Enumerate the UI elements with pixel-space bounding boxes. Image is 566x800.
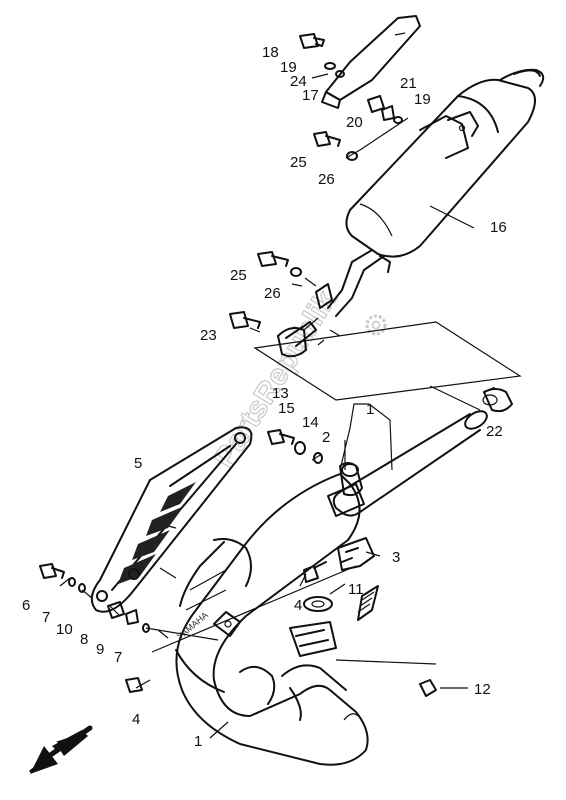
callout-4-lower: 4	[132, 711, 140, 728]
callout-4-upper: 4	[294, 597, 302, 614]
callout-26-top: 26	[318, 171, 335, 188]
callout-24: 24	[290, 73, 307, 90]
callout-10: 10	[56, 621, 73, 638]
flange	[289, 585, 379, 657]
gear-logo-icon	[365, 314, 387, 336]
exhaust-clamp	[327, 462, 365, 517]
callout-9: 9	[96, 641, 104, 658]
callout-22: 22	[486, 423, 503, 440]
callout-18: 18	[262, 44, 279, 61]
callout-20: 20	[346, 114, 363, 131]
muffler-stay	[321, 15, 421, 109]
callout-7-left: 7	[42, 609, 50, 626]
callout-13: 13	[272, 385, 289, 402]
callout-11: 11	[348, 581, 364, 598]
arrow-down-left-icon	[29, 725, 93, 774]
callout-19-lower: 19	[414, 91, 431, 108]
callout-25-top: 25	[290, 154, 307, 171]
callout-numbers: 18 19 24 17 21 19 20 25 26 16 25 26 23 1…	[22, 44, 507, 750]
callout-2: 2	[322, 429, 330, 446]
callout-8: 8	[80, 631, 88, 648]
callout-14: 14	[302, 414, 319, 431]
expansion-chamber: YAMAHA	[175, 473, 369, 766]
callout-25-mid: 25	[230, 267, 247, 284]
callout-1-top: 1	[366, 401, 374, 418]
callout-6: 6	[22, 597, 30, 614]
callout-19-top: 19	[280, 59, 297, 76]
callout-5: 5	[134, 455, 142, 472]
leader-lines	[59, 73, 522, 739]
callout-12: 12	[474, 681, 491, 698]
callout-16: 16	[490, 219, 507, 236]
callout-17: 17	[302, 87, 319, 104]
callout-1-lower: 1	[194, 733, 202, 750]
muffler-protector	[90, 426, 253, 613]
callout-23: 23	[200, 327, 217, 344]
callout-26-mid: 26	[264, 285, 281, 302]
bracket	[337, 537, 375, 571]
callout-3: 3	[392, 549, 400, 566]
callout-15: 15	[278, 400, 295, 417]
callout-21: 21	[400, 75, 417, 92]
callout-7-lower: 7	[114, 649, 122, 666]
silencer	[277, 68, 545, 358]
fasteners	[39, 33, 495, 697]
